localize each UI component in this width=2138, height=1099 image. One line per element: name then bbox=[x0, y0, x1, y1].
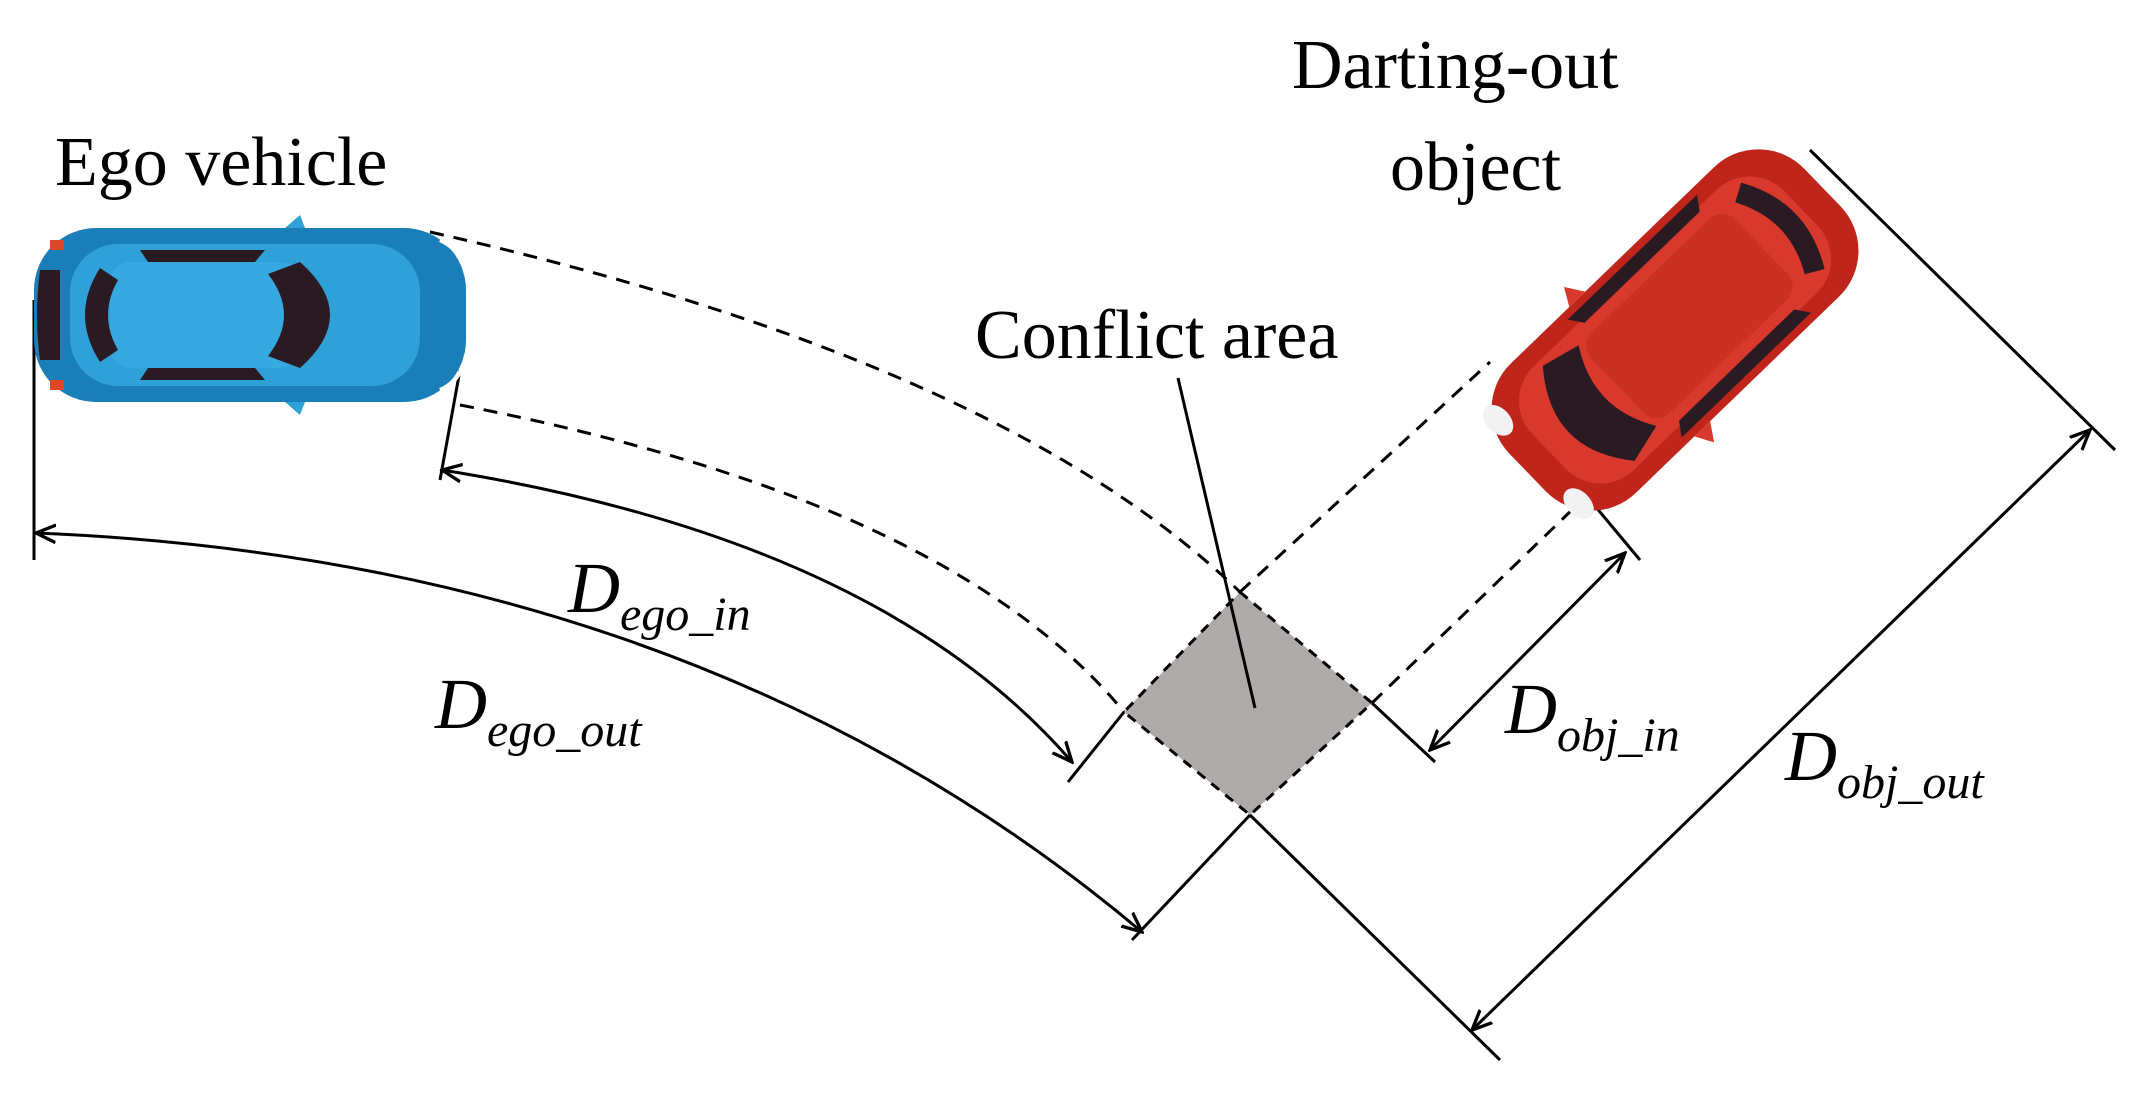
ego-vehicle-label: Ego vehicle bbox=[55, 124, 387, 201]
d-ego-in-label: Dego_in bbox=[567, 548, 751, 641]
d-ego-out-sub: ego_out bbox=[487, 704, 643, 757]
ego-path-outer bbox=[429, 230, 1242, 594]
d-obj-in-label: Dobj_in bbox=[1504, 669, 1680, 762]
d-obj-out-label: Dobj_out bbox=[1784, 716, 1985, 809]
darting-out-label-line2: object bbox=[1390, 129, 1562, 206]
d-ego-in-main: D bbox=[567, 548, 620, 628]
ego-out-end-line bbox=[1130, 813, 1252, 942]
ego-front-extension bbox=[438, 369, 462, 481]
ego-path-inner bbox=[459, 403, 1126, 713]
obj-in-start-line bbox=[1370, 701, 1437, 764]
d-ego-out-main: D bbox=[434, 664, 487, 744]
d-obj-out-sub: obj_out bbox=[1837, 756, 1985, 809]
conflict-area-pointer bbox=[1176, 377, 1257, 709]
object-path-left bbox=[1238, 360, 1492, 594]
darting-out-label-line1: Darting-out bbox=[1292, 27, 1619, 104]
ego-vehicle-icon bbox=[34, 215, 468, 415]
d-obj-in-main: D bbox=[1504, 669, 1557, 749]
ego-in-end-tick bbox=[1066, 711, 1126, 783]
obj-rear-extension bbox=[1808, 148, 2117, 452]
d-ego-in-sub: ego_in bbox=[620, 588, 751, 641]
d-ego-out-arrow bbox=[36, 533, 1142, 932]
conflict-area-shape bbox=[1121, 589, 1375, 817]
object-vehicle-icon bbox=[1482, 149, 1859, 520]
d-obj-out-arrow bbox=[1472, 430, 2090, 1030]
conflict-area-label: Conflict area bbox=[975, 297, 1338, 374]
obj-out-start-line bbox=[1248, 813, 1502, 1062]
d-obj-in-sub: obj_in bbox=[1557, 709, 1680, 762]
d-obj-out-main: D bbox=[1784, 716, 1837, 796]
d-ego-out-label: Dego_out bbox=[434, 664, 643, 757]
